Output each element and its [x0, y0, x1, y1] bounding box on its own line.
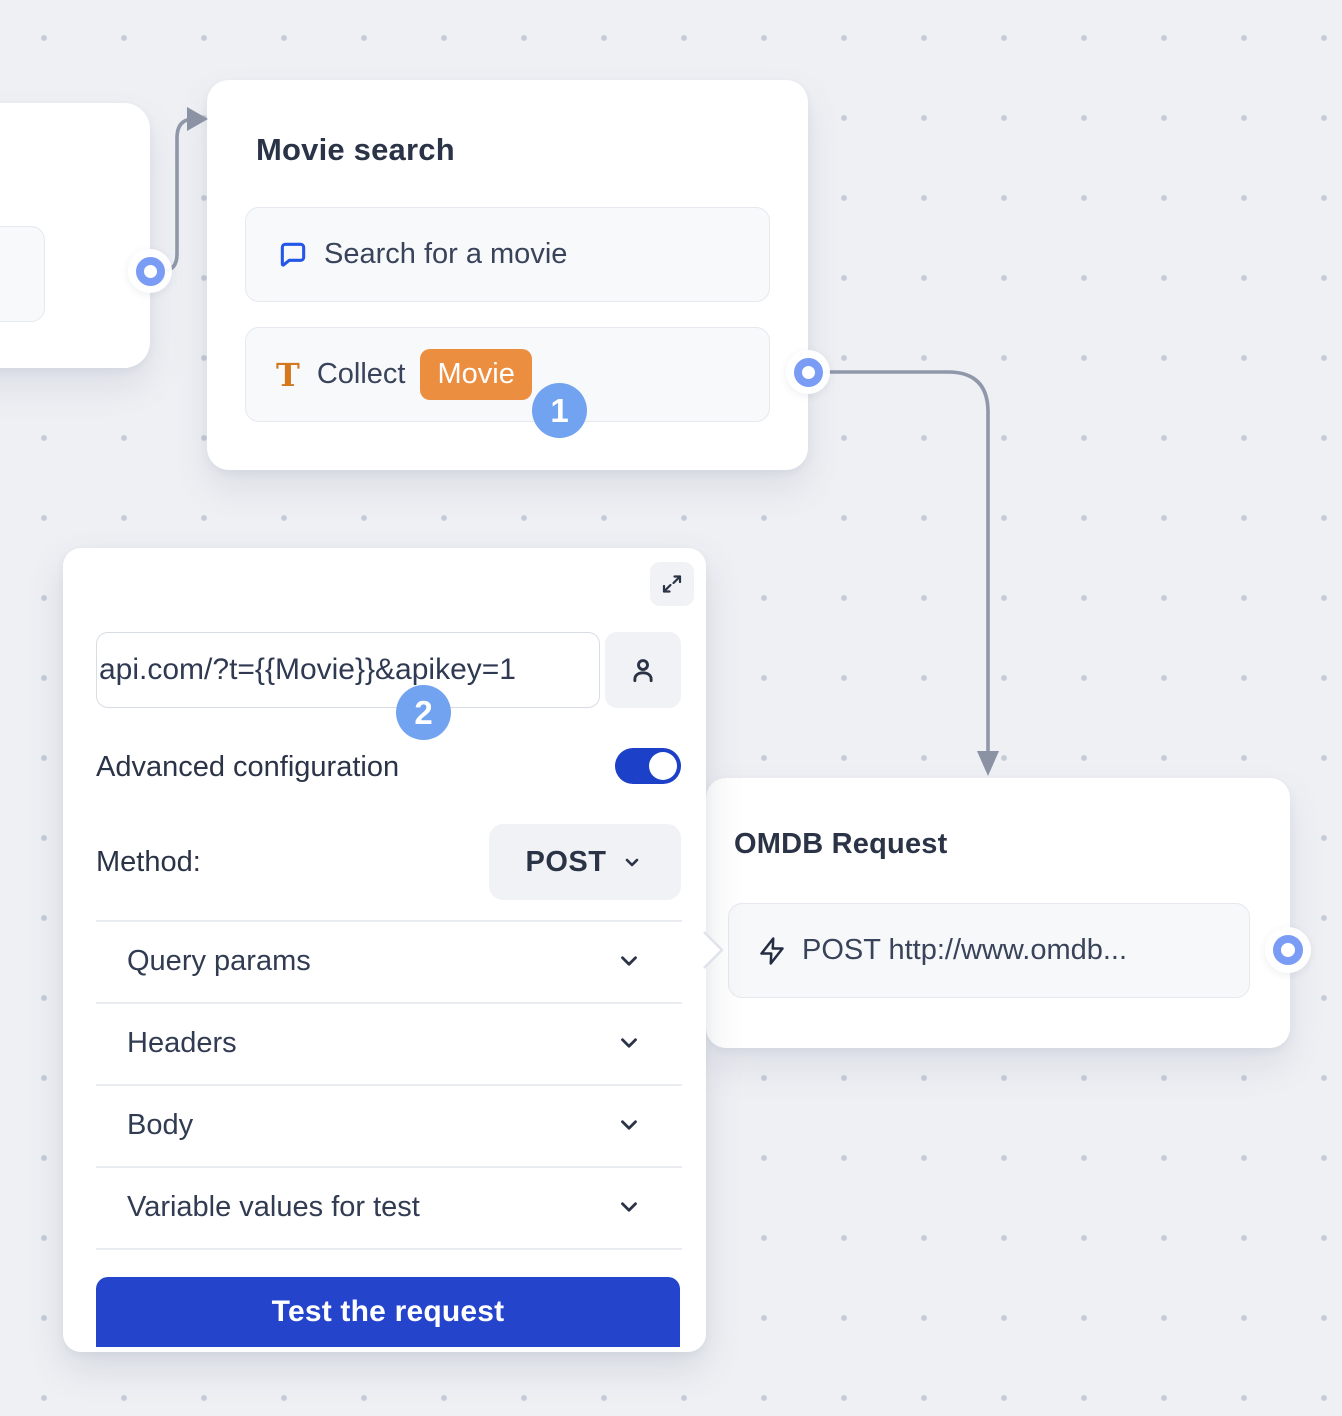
webhook-request-label: POST http://www.omdb... [802, 934, 1128, 966]
section-query-params[interactable]: Query params [96, 920, 682, 1002]
test-request-label: Test the request [271, 1295, 505, 1328]
expand-icon [660, 572, 684, 596]
expand-button[interactable] [650, 562, 694, 606]
divider [96, 1084, 682, 1086]
method-value: POST [525, 845, 607, 878]
port-ring [135, 256, 165, 286]
node-item-label: Collect [316, 358, 406, 390]
movie-search-node[interactable]: Movie search Search for a movie T Collec… [207, 80, 808, 470]
node-item-search[interactable]: Search for a movie [245, 207, 770, 302]
chevron-down-icon [616, 1194, 642, 1220]
section-body[interactable]: Body [96, 1084, 682, 1166]
node-item-collect[interactable]: T Collect Movie [245, 327, 770, 422]
text-input-icon: T [276, 355, 300, 394]
step-badge-1: 1 [532, 383, 587, 438]
webhook-request-item[interactable]: POST http://www.omdb... [728, 903, 1250, 998]
chevron-down-icon [620, 850, 644, 874]
toggle-knob [649, 752, 677, 780]
method-label: Method: [96, 846, 201, 878]
divider [96, 1166, 682, 1168]
output-port-omdb[interactable] [1265, 927, 1311, 973]
partial-node-card[interactable] [0, 103, 150, 368]
url-input-value: api.com/?t={{Movie}}&apikey=1 [99, 653, 516, 686]
output-port-movie-search[interactable] [786, 350, 830, 394]
divider [96, 920, 682, 922]
port-ring [1273, 935, 1303, 965]
step-badge-2: 2 [396, 685, 451, 740]
node-item-label: Search for a movie [324, 238, 568, 270]
omdb-request-node[interactable]: OMDB Request POST http://www.omdb... [706, 778, 1290, 1048]
section-label: Variable values for test [127, 1190, 420, 1223]
url-input[interactable]: api.com/?t={{Movie}}&apikey=1 [96, 632, 600, 708]
partial-node-item[interactable] [0, 226, 45, 322]
chevron-down-icon [616, 948, 642, 974]
section-label: Headers [127, 1026, 237, 1059]
output-port-left-node[interactable] [128, 249, 172, 293]
test-request-button[interactable]: Test the request [96, 1277, 680, 1347]
section-label: Body [127, 1108, 194, 1141]
variable-badge-movie[interactable]: Movie [420, 349, 532, 400]
person-icon [628, 655, 658, 685]
node-title: Movie search [256, 132, 455, 167]
method-select[interactable]: POST [489, 824, 681, 900]
divider [96, 1248, 682, 1250]
divider [96, 1002, 682, 1004]
advanced-config-toggle[interactable] [615, 748, 681, 784]
section-label: Query params [127, 944, 311, 977]
webhook-config-panel: api.com/?t={{Movie}}&apikey=1 Advanced c… [63, 548, 706, 1352]
port-ring [793, 357, 823, 387]
advanced-config-label: Advanced configuration [96, 751, 400, 783]
chevron-down-icon [616, 1030, 642, 1056]
lightning-bolt-icon [756, 935, 788, 967]
chevron-down-icon [616, 1112, 642, 1138]
user-attribute-button[interactable] [605, 632, 681, 708]
section-headers[interactable]: Headers [96, 1002, 682, 1084]
node-title: OMDB Request [734, 828, 948, 860]
chat-bubble-icon [276, 238, 310, 272]
section-variable-values[interactable]: Variable values for test [96, 1166, 682, 1248]
